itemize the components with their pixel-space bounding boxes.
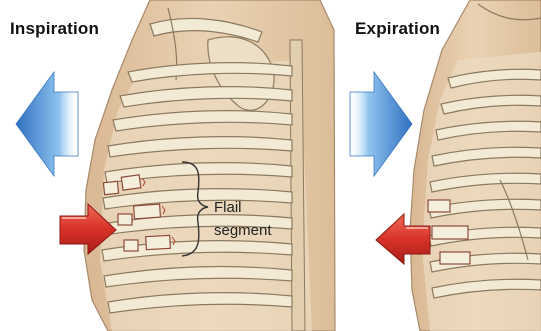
blue-arrow-left-icon <box>16 72 78 176</box>
expiration-title: Expiration <box>355 19 440 39</box>
blue-arrow-right-icon <box>350 72 412 176</box>
flail-label-line2: segment <box>214 219 272 242</box>
inspiration-title: Inspiration <box>10 19 99 39</box>
flail-segment-label: Flail segment <box>214 196 272 242</box>
flail-label-line1: Flail <box>214 196 272 219</box>
